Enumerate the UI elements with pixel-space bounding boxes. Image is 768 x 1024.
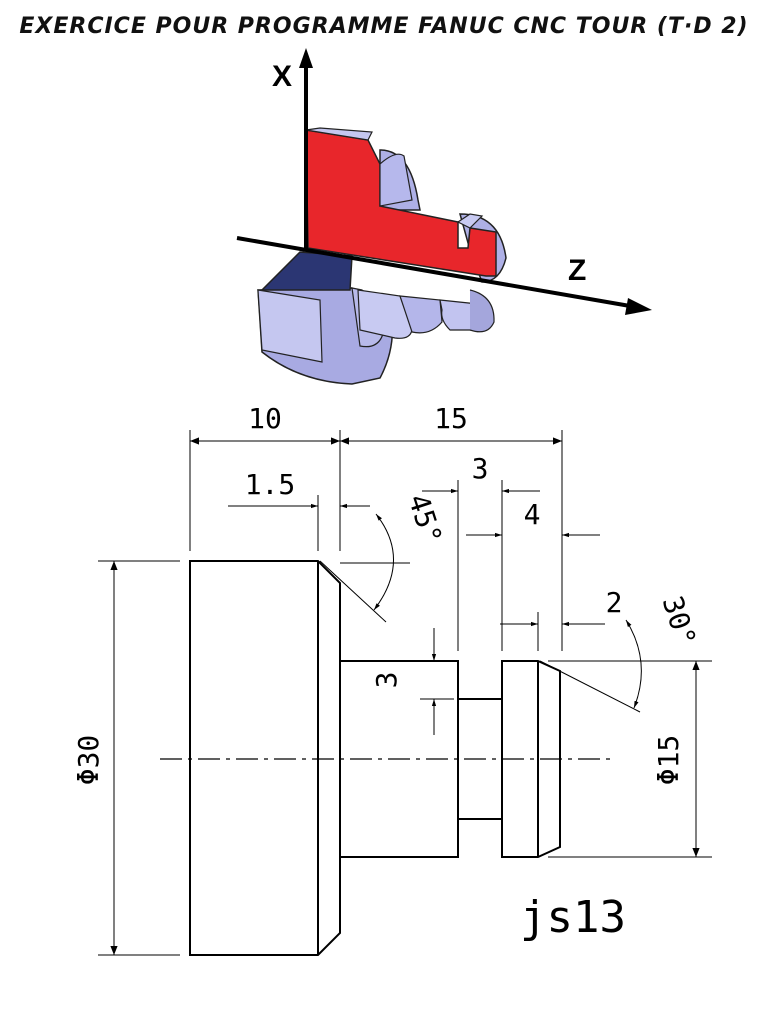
angle-arc-45: [373, 513, 394, 611]
dim-text-3-groove: 3: [472, 452, 489, 485]
dim-text-45-deg: 45°: [402, 490, 449, 548]
dim-text-dia-30: Φ30: [72, 735, 105, 786]
dim-text-dia-15: Φ15: [652, 735, 685, 786]
dim-text-1-5: 1.5: [245, 468, 296, 501]
x-axis-label: X: [272, 60, 292, 93]
x-axis-arrowhead: [299, 48, 313, 68]
tolerance-label: js13: [520, 892, 626, 943]
extension-lines: [98, 430, 712, 956]
angle-arc-30: [625, 619, 642, 709]
z-axis-line: [236, 236, 631, 308]
dim-text-depth-3: 3: [370, 672, 403, 689]
dim-text-10: 10: [248, 402, 282, 435]
dim-text-4: 4: [524, 498, 541, 531]
part-profile: [189, 560, 561, 956]
z-axis-arrowhead: [625, 298, 652, 315]
lower-body: [257, 251, 495, 385]
isometric-part: X Z: [236, 48, 652, 385]
dim-text-30-deg: 30°: [656, 592, 703, 650]
dim-text-15: 15: [434, 402, 468, 435]
z-axis-label: Z: [568, 254, 586, 287]
upper-section: [305, 127, 507, 283]
dim-text-2: 2: [606, 586, 623, 619]
dimension-lines: [110, 437, 700, 955]
page-title: EXERCICE POUR PROGRAMME FANUC CNC TOUR (…: [19, 14, 749, 39]
